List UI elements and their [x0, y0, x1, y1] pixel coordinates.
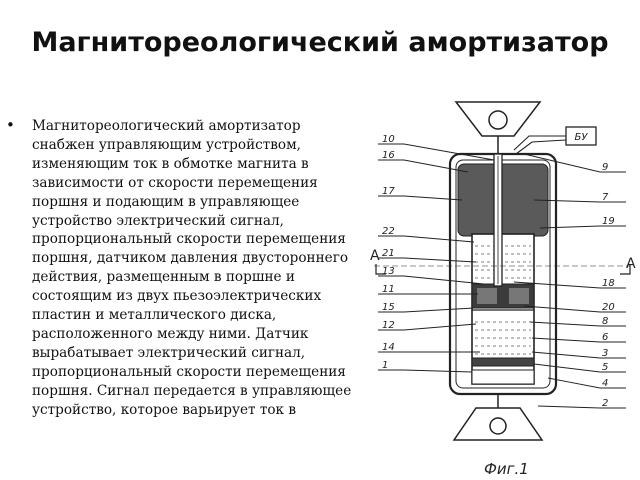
callout-label-10: 10 [382, 134, 395, 145]
callout-label-14: 14 [382, 342, 395, 353]
callout-leader-18 [513, 281, 626, 289]
section-line: A A [370, 248, 636, 275]
callout-leader-7 [533, 199, 626, 203]
callout-label-11: 11 [382, 284, 395, 295]
shock-absorber-drawing: БУ [370, 101, 636, 478]
callout-label-2: 2 [602, 398, 608, 409]
callout-leader-17 [378, 195, 463, 201]
floating-piston [471, 357, 535, 367]
control-unit-label: БУ [575, 132, 589, 143]
callout-leader-20 [523, 305, 626, 313]
figure-caption: Фиг.1 [484, 460, 529, 478]
piston [471, 283, 535, 311]
callout-label-5: 5 [602, 362, 608, 373]
callout-leader-5 [533, 363, 626, 373]
callout-label-20: 20 [602, 302, 615, 313]
shock-absorber-figure: БУ [364, 96, 640, 480]
callout-leader-21 [378, 257, 477, 263]
left-callouts: 10 16 17 22 21 13 11 15 12 14 1 [378, 134, 495, 373]
callout-leader-1 [378, 369, 473, 373]
callout-leader-12 [378, 323, 477, 331]
bottom-mount [452, 394, 544, 441]
callout-leader-6 [531, 337, 626, 343]
callout-label-4: 4 [602, 378, 608, 389]
callout-label-13: 13 [382, 266, 395, 277]
callout-leader-3 [531, 351, 626, 359]
callout-leader-22 [378, 235, 475, 243]
callout-label-8: 8 [602, 316, 608, 327]
callout-label-22: 22 [382, 226, 395, 237]
base-valve [471, 369, 535, 385]
callout-label-15: 15 [382, 302, 395, 313]
slide-title: Магнитореологический амортизатор [31, 27, 609, 58]
control-unit: БУ [513, 126, 597, 155]
bullet-list: • Магнитореологический амортизатор снабж… [6, 115, 356, 480]
callout-leader-8 [529, 321, 626, 327]
callout-leader-2 [537, 405, 626, 409]
callout-label-7: 7 [602, 192, 609, 203]
callout-leader-16 [378, 159, 469, 173]
callout-label-3: 3 [602, 348, 608, 359]
callout-label-18: 18 [602, 278, 615, 289]
callout-label-12: 12 [382, 320, 395, 331]
callout-label-21: 21 [382, 248, 395, 259]
callout-leader-15 [378, 307, 475, 313]
callout-label-17: 17 [382, 186, 395, 197]
top-mount [454, 101, 542, 154]
callout-leader-19 [539, 225, 626, 229]
callout-leader-13 [378, 275, 485, 285]
bullet-text: Магнитореологический амортизатор снабжен… [32, 118, 352, 418]
callout-label-19: 19 [602, 216, 615, 227]
callout-label-1: 1 [382, 360, 388, 371]
callout-leader-10 [378, 143, 495, 161]
callout-label-9: 9 [602, 162, 608, 173]
callout-label-16: 16 [382, 150, 395, 161]
callout-leader-9 [523, 153, 626, 173]
section-mark-left: A [370, 248, 380, 264]
callout-label-6: 6 [602, 332, 608, 343]
section-mark-right: A [626, 256, 636, 272]
callout-leader-4 [547, 377, 626, 389]
bullet-marker: • [6, 116, 15, 134]
right-callouts: 9 7 19 18 20 8 6 3 5 4 2 [513, 153, 626, 409]
